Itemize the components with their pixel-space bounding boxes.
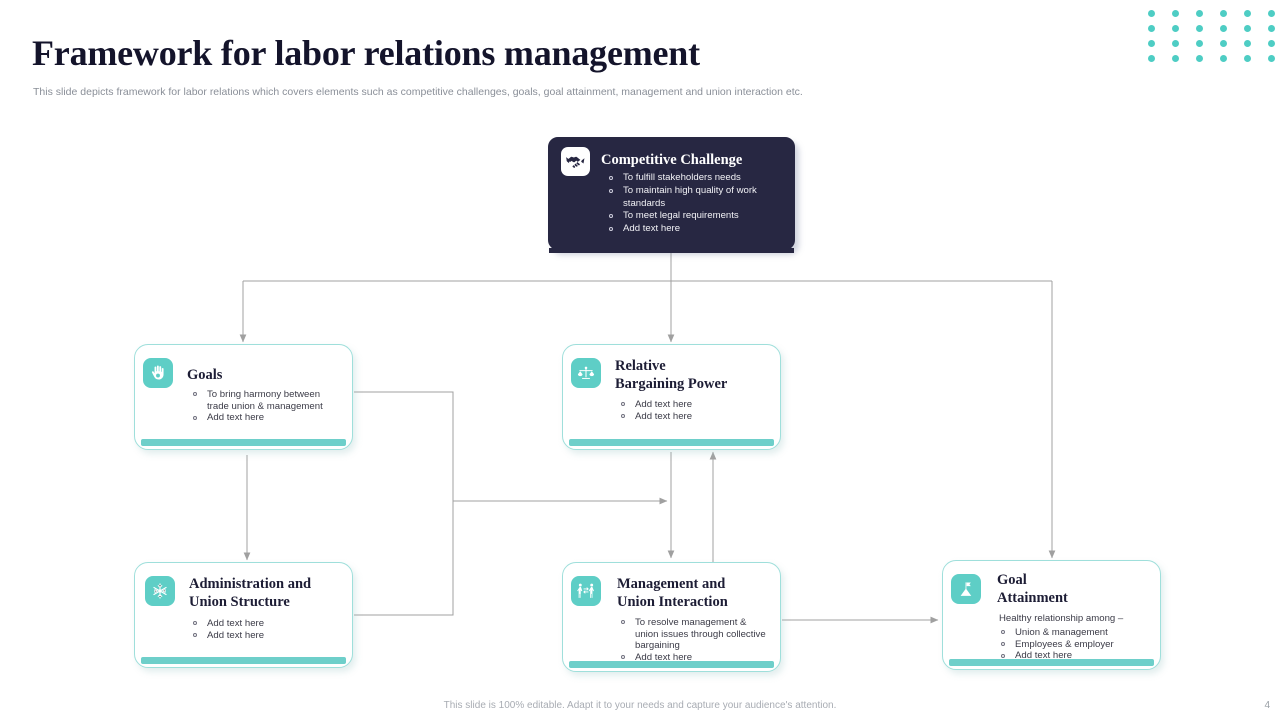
node-competitive-challenge[interactable]: Competitive Challenge To fulfill stakeho… (548, 137, 795, 253)
bullet-item: To resolve management & union issues thr… (617, 617, 767, 652)
node-relative-bargaining-power[interactable]: Relative Bargaining Power Add text here … (562, 344, 781, 450)
bullet-item: Add text here (605, 223, 783, 236)
card-bottom-bar (569, 661, 774, 668)
footer-note: This slide is 100% editable. Adapt it to… (443, 700, 837, 711)
framework-diagram: Competitive Challenge To fulfill stakeho… (134, 137, 1161, 672)
bullet-item: Add text here (189, 618, 339, 630)
bullet-item: Employees & employer (997, 639, 1147, 651)
node-goal-attainment[interactable]: Goal Attainment Healthy relationship amo… (942, 560, 1161, 670)
node-title: Competitive Challenge (601, 152, 743, 168)
bullet-item: Add text here (617, 652, 767, 664)
card-bottom-bar (141, 439, 346, 446)
bullet-item: Add text here (617, 411, 767, 423)
connector-layer (239, 250, 1056, 624)
node-bullet-list: To bring harmony between trade union & m… (189, 389, 337, 424)
card-bottom-bar (141, 657, 346, 664)
node-title: Administration and Union Structure (189, 575, 311, 611)
node-title-line-1: Management and (617, 576, 726, 592)
node-bullet-list: To resolve management & union issues thr… (617, 617, 767, 663)
two-people-interaction-icon (571, 576, 601, 606)
node-title: Goal Attainment (997, 571, 1068, 607)
node-administration-union-structure[interactable]: Administration and Union Structure Add t… (134, 562, 353, 668)
node-lead-text: Healthy relationship among – (999, 613, 1124, 624)
node-management-union-interaction[interactable]: Management and Union Interaction To reso… (562, 562, 781, 672)
card-bottom-bar (549, 248, 794, 253)
bullet-item: Add text here (617, 399, 767, 411)
card-bottom-bar (569, 439, 774, 446)
balance-scale-icon (571, 358, 601, 388)
handshake-icon (561, 147, 590, 176)
node-title-line-1: Administration and (189, 576, 312, 592)
bullet-item: Union & management (997, 627, 1147, 639)
node-bullet-list: Add text here Add text here (617, 399, 767, 422)
flag-mountain-icon (951, 574, 981, 604)
bullet-item: Add text here (189, 412, 337, 424)
page-title: Framework for labor relations management (32, 33, 700, 73)
node-title-line-2: Bargaining Power (615, 376, 728, 392)
bullet-item: Add text here (189, 630, 339, 642)
node-goals[interactable]: Goals To bring harmony between trade uni… (134, 344, 353, 450)
bullet-item: To maintain high quality of work standar… (605, 185, 783, 211)
node-title-line-1: Goal (997, 572, 1027, 588)
node-bullet-list: Union & management Employees & employer … (997, 627, 1147, 662)
node-title-line-2: Union Structure (189, 594, 290, 610)
bullet-item: To meet legal requirements (605, 210, 783, 223)
node-title: Management and Union Interaction (617, 575, 728, 611)
page-subtitle: This slide depicts framework for labor r… (33, 86, 803, 98)
page-number: 4 (1264, 700, 1270, 711)
node-title: Goals (187, 367, 223, 383)
bullet-item: To fulfill stakeholders needs (605, 172, 783, 185)
node-title-line-2: Union Interaction (617, 594, 728, 610)
node-title: Relative Bargaining Power (615, 357, 727, 393)
node-title-line-2: Attainment (997, 590, 1068, 606)
node-title-line-1: Relative (615, 358, 666, 374)
snowflake-icon (145, 576, 175, 606)
connector-goals-loop (354, 391, 454, 616)
hand-raised-icon (143, 358, 173, 388)
node-bullet-list: Add text here Add text here (189, 618, 339, 641)
bullet-item: Add text here (997, 650, 1147, 662)
node-bullet-list: To fulfill stakeholders needs To maintai… (605, 172, 783, 236)
bullet-item: To bring harmony between trade union & m… (189, 389, 337, 412)
card-bottom-bar (949, 659, 1154, 666)
